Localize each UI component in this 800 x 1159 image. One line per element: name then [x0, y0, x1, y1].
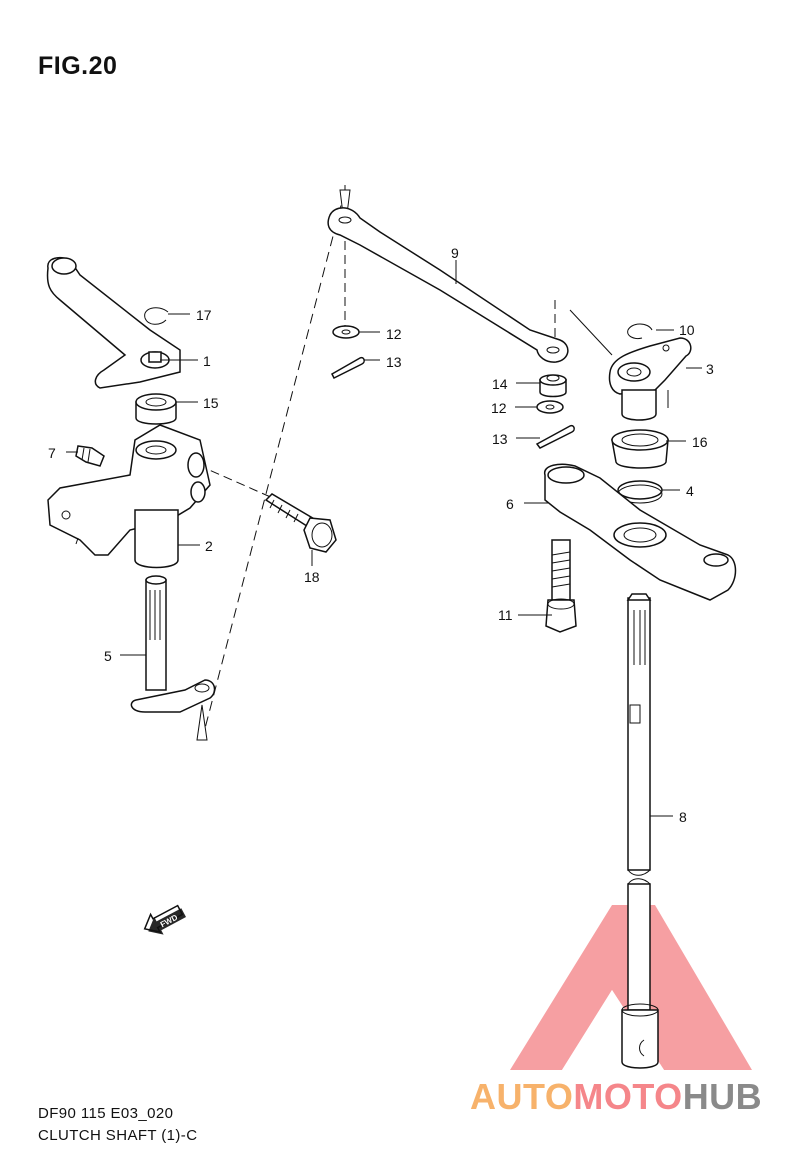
fwd-arrow-icon: FWD [143, 904, 187, 935]
part-9-link-rod [327, 207, 569, 363]
watermark-part-hub: HUB [682, 1076, 763, 1117]
part-1-clutch-lever [46, 256, 181, 389]
part-18-bolt [264, 493, 337, 553]
part-13-cotter-pin-left [331, 356, 365, 380]
callout-12-left: 12 [386, 326, 402, 342]
callout-13-right: 13 [492, 431, 508, 447]
callout-12-right: 12 [491, 400, 507, 416]
part-11-bolt [545, 539, 577, 633]
callout-5: 5 [104, 648, 112, 664]
part-14-collar [539, 374, 567, 398]
callout-1: 1 [203, 353, 211, 369]
part-5-clutch-shaft [130, 575, 216, 713]
callout-3: 3 [706, 361, 714, 377]
figure-title: FIG.20 [38, 52, 118, 80]
part-12-washer-right [536, 400, 564, 414]
leader-lines [66, 260, 702, 817]
callout-16: 16 [692, 434, 708, 450]
figure-code: DF90 115 E03_020 [38, 1105, 174, 1122]
callout-10: 10 [679, 322, 695, 338]
callout-4: 4 [686, 483, 694, 499]
part-3-shift-arm [608, 337, 692, 421]
callout-15: 15 [203, 395, 219, 411]
part-2-housing-arm [47, 424, 211, 569]
part-13-cotter-pin-right [535, 424, 575, 449]
callout-14: 14 [492, 376, 508, 392]
callout-11: 11 [498, 607, 513, 623]
watermark-logo: AUTOMOTOHUB [470, 1076, 762, 1118]
callout-7: 7 [48, 445, 56, 461]
callout-18: 18 [304, 569, 320, 585]
part-4-ring [617, 480, 663, 504]
callout-8: 8 [679, 809, 687, 825]
part-15-bushing [135, 393, 177, 425]
watermark-part-moto: MOTO [573, 1076, 683, 1117]
part-8-long-shaft [621, 593, 659, 1069]
part-16-bushing [611, 429, 669, 469]
part-12-washer-left [332, 325, 360, 339]
callout-6: 6 [506, 496, 514, 512]
part-10-clip [627, 323, 653, 339]
part-7-grease-nipple [75, 445, 105, 467]
watermark-part-auto: AUTO [470, 1076, 574, 1117]
callout-9: 9 [451, 245, 459, 261]
figure-name: CLUTCH SHAFT (1)-C [38, 1127, 198, 1144]
callout-2: 2 [205, 538, 213, 554]
callout-17: 17 [196, 307, 212, 323]
part-17-clip [144, 307, 169, 325]
part-6-bracket [544, 463, 737, 601]
callout-13-left: 13 [386, 354, 402, 370]
